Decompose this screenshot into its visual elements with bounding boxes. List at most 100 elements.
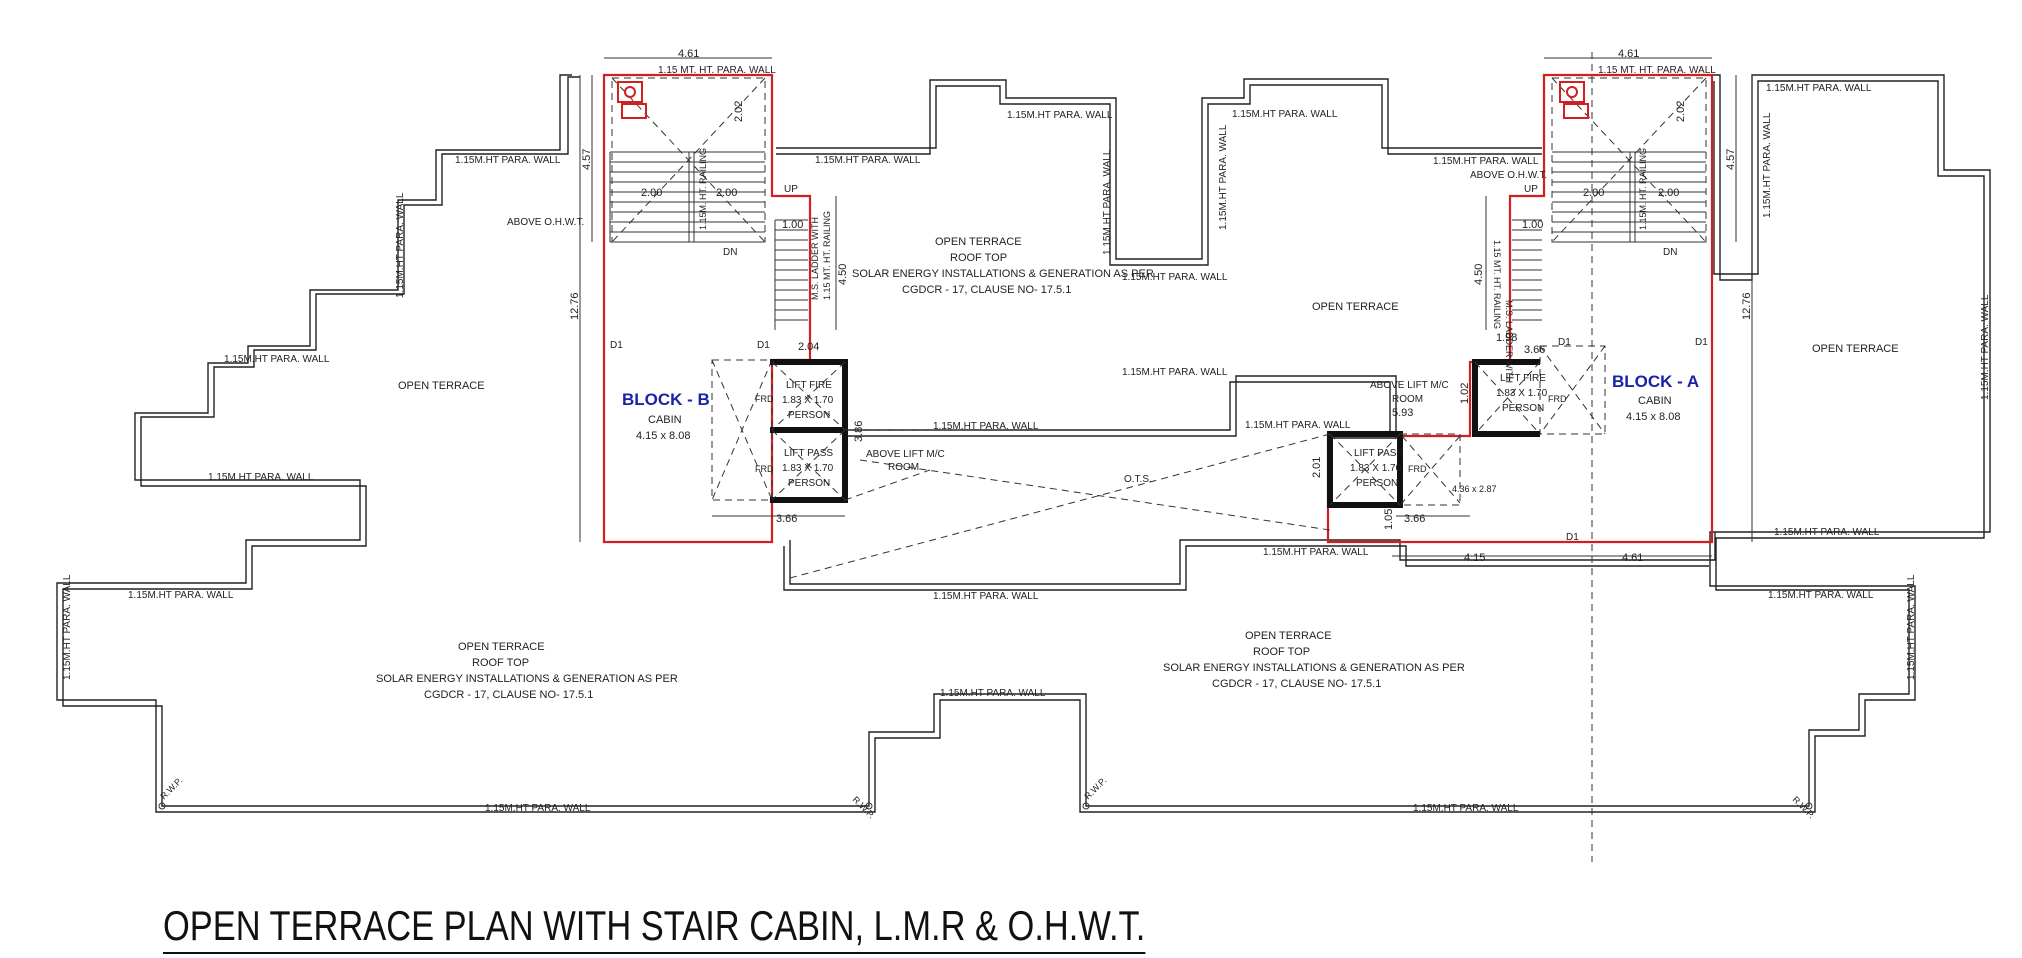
parapet-label: 1.15M.HT PARA. WALL: [1980, 294, 1991, 400]
parapet-label: 1.15M.HT PARA. WALL: [1766, 83, 1872, 94]
svg-text:OPEN TERRACE: OPEN TERRACE: [935, 236, 1022, 248]
frd-label: FRD: [755, 464, 774, 474]
parapet-outline: [56, 74, 1991, 813]
parapet-label: 1.15M.HT PARA. WALL: [455, 155, 561, 166]
parapet-label: 1.15M.HT PARA. WALL: [1413, 803, 1519, 814]
block-a-ohwt: [1551, 77, 1707, 243]
block-b-cabin: [602, 73, 960, 544]
block-a-title: BLOCK - A: [1612, 372, 1699, 391]
railing-label: 1.15M. HT. RAILING: [698, 148, 708, 230]
block-a-lift-core: [1327, 345, 1606, 508]
svg-text:CGDCR - 17, CLAUSE NO- 17.5.1: CGDCR - 17, CLAUSE NO- 17.5.1: [424, 689, 593, 701]
block-b-title: BLOCK - B: [622, 390, 710, 409]
frd-label: FRD: [1408, 464, 1427, 474]
dimension-label: 12.76: [569, 292, 581, 320]
open-terrace-label: OPEN TERRACE: [1312, 301, 1399, 313]
svg-text:SOLAR ENERGY INSTALLATIONS & G: SOLAR ENERGY INSTALLATIONS & GENERATION …: [852, 268, 1154, 280]
roof-note-bottom-right: OPEN TERRACE ROOF TOP SOLAR ENERGY INSTA…: [1163, 630, 1465, 690]
ohwt-label: ABOVE O.H.W.T.: [507, 217, 584, 228]
block-b-stair: [609, 151, 808, 330]
lift-size-label: 1.83 X 1.70: [1496, 388, 1548, 399]
parapet-label: 1.15M.HT PARA. WALL: [224, 354, 330, 365]
dimension-label: 2.04: [798, 341, 819, 353]
lift-pass-label: LIFT PASS: [784, 448, 833, 459]
lift-room-label: ROOM: [1392, 394, 1423, 405]
svg-text:CGDCR - 17, CLAUSE NO- 17.5.1: CGDCR - 17, CLAUSE NO- 17.5.1: [902, 284, 1071, 296]
parapet-label: 1.15M.HT PARA. WALL: [395, 192, 406, 298]
dimension-label: 1.00: [782, 219, 803, 231]
parapet-label: 1.15M.HT PARA. WALL: [62, 574, 73, 680]
dimension-label: 3.66: [1524, 344, 1545, 356]
block-b-ohwt: [611, 77, 766, 243]
dimension-label: 2.00: [1658, 187, 1679, 199]
parapet-label: 1.15M.HT PARA. WALL: [1122, 367, 1228, 378]
open-terrace-label: OPEN TERRACE: [398, 380, 485, 392]
dimension-label: 3.66: [1404, 513, 1425, 525]
dimension-label: 2.00: [641, 187, 662, 199]
dimension-label: 1.00: [1522, 219, 1543, 231]
dimension-label: 4.50: [837, 264, 849, 285]
svg-text:ROOF TOP: ROOF TOP: [472, 657, 529, 669]
lift-size-label: 1.83 X 1.70: [782, 463, 834, 474]
door-label: D1: [1695, 337, 1708, 348]
dimension-label: 4.57: [581, 149, 593, 170]
door-label: D1: [1566, 532, 1579, 543]
lift-size-label: 1.83 X 1.70: [782, 395, 834, 406]
ladder-label: M.S. LADDER WITH: [810, 217, 820, 300]
rwp-marker: R.W.P.: [851, 794, 877, 820]
svg-text:SOLAR ENERGY INSTALLATIONS & G: SOLAR ENERGY INSTALLATIONS & GENERATION …: [376, 673, 678, 685]
parapet-label: 1.15M.HT PARA. WALL: [128, 590, 234, 601]
parapet-label: 1.15M.HT PARA. WALL: [933, 421, 1039, 432]
up-label: UP: [784, 184, 798, 195]
ohwt-label: ABOVE O.H.W.T.: [1470, 170, 1547, 181]
lift-room-label: ABOVE LIFT M/C: [866, 449, 945, 460]
svg-text:R.W.P.: R.W.P.: [1791, 794, 1817, 820]
parapet-label: 1.15M.HT PARA. WALL: [208, 472, 314, 483]
dimension-label: 4.61: [1618, 48, 1639, 60]
fire-hose-icon: [617, 81, 647, 119]
lift-size-label: 1.83 X 1.70: [1350, 463, 1402, 474]
dimension-label: 4.61: [678, 48, 699, 60]
drawing-title: OPEN TERRACE PLAN WITH STAIR CABIN, L.M.…: [163, 902, 1146, 954]
frd-label: FRD: [755, 394, 774, 404]
parapet-label: 1.15M.HT PARA. WALL: [1218, 124, 1229, 230]
ots-size-label: 4.36 x 2.87: [1452, 484, 1497, 494]
parapet-label: 1.15M.HT PARA. WALL: [933, 591, 1039, 602]
dn-label: DN: [1663, 247, 1677, 258]
svg-text:ROOF TOP: ROOF TOP: [1253, 646, 1310, 658]
dimension-label: 2.02: [733, 101, 745, 122]
dimension-label: 2.00: [716, 187, 737, 199]
ots-label: O.T.S.: [1124, 474, 1152, 485]
block-a-cabin-label: CABIN: [1638, 395, 1672, 407]
parapet-label: 1.15M.HT PARA. WALL: [1245, 420, 1351, 431]
lift-fire-label: LIFT FIRE: [1500, 373, 1546, 384]
parapet-label: 1.15M.HT PARA. WALL: [1232, 109, 1338, 120]
svg-text:ROOF TOP: ROOF TOP: [950, 252, 1007, 264]
dimension-lines: [579, 57, 1753, 557]
dimension-label: 2.00: [1583, 187, 1604, 199]
parapet-label: 1.15M.HT PARA. WALL: [940, 688, 1046, 699]
lift-person-label: PERSON: [788, 478, 830, 489]
dimension-label: 1.05: [1383, 509, 1395, 530]
door-label: D1: [1558, 337, 1571, 348]
fire-hose-icon: [1559, 81, 1589, 119]
block-a-cabin: [1326, 73, 1714, 544]
parapet-label: 1.15M.HT PARA. WALL: [1768, 590, 1874, 601]
open-terrace-label: OPEN TERRACE: [1812, 343, 1899, 355]
dn-label: DN: [723, 247, 737, 258]
lift-room-label: ROOM: [888, 462, 919, 473]
dimension-label: 4.57: [1725, 149, 1737, 170]
dimension-label: 12.76: [1741, 292, 1753, 320]
door-label: D1: [757, 340, 770, 351]
lift-person-label: PERSON: [1502, 403, 1544, 414]
parapet-label: 1.15M.HT PARA. WALL: [1433, 156, 1539, 167]
ladder-label: M.S. LADDER WITH: [1504, 300, 1514, 383]
up-label: UP: [1524, 184, 1538, 195]
parapet-label: 1.15M.HT PARA. WALL: [1774, 527, 1880, 538]
roof-note-top: OPEN TERRACE ROOF TOP SOLAR ENERGY INSTA…: [852, 236, 1154, 296]
lift-room-label: ABOVE LIFT M/C: [1370, 380, 1449, 391]
block-b-cabin-label: CABIN: [648, 414, 682, 426]
dimension-label: 2.01: [1311, 457, 1323, 478]
railing-label: 1.15M. HT. RAILING: [1638, 148, 1648, 230]
svg-text:OPEN TERRACE: OPEN TERRACE: [1245, 630, 1332, 642]
